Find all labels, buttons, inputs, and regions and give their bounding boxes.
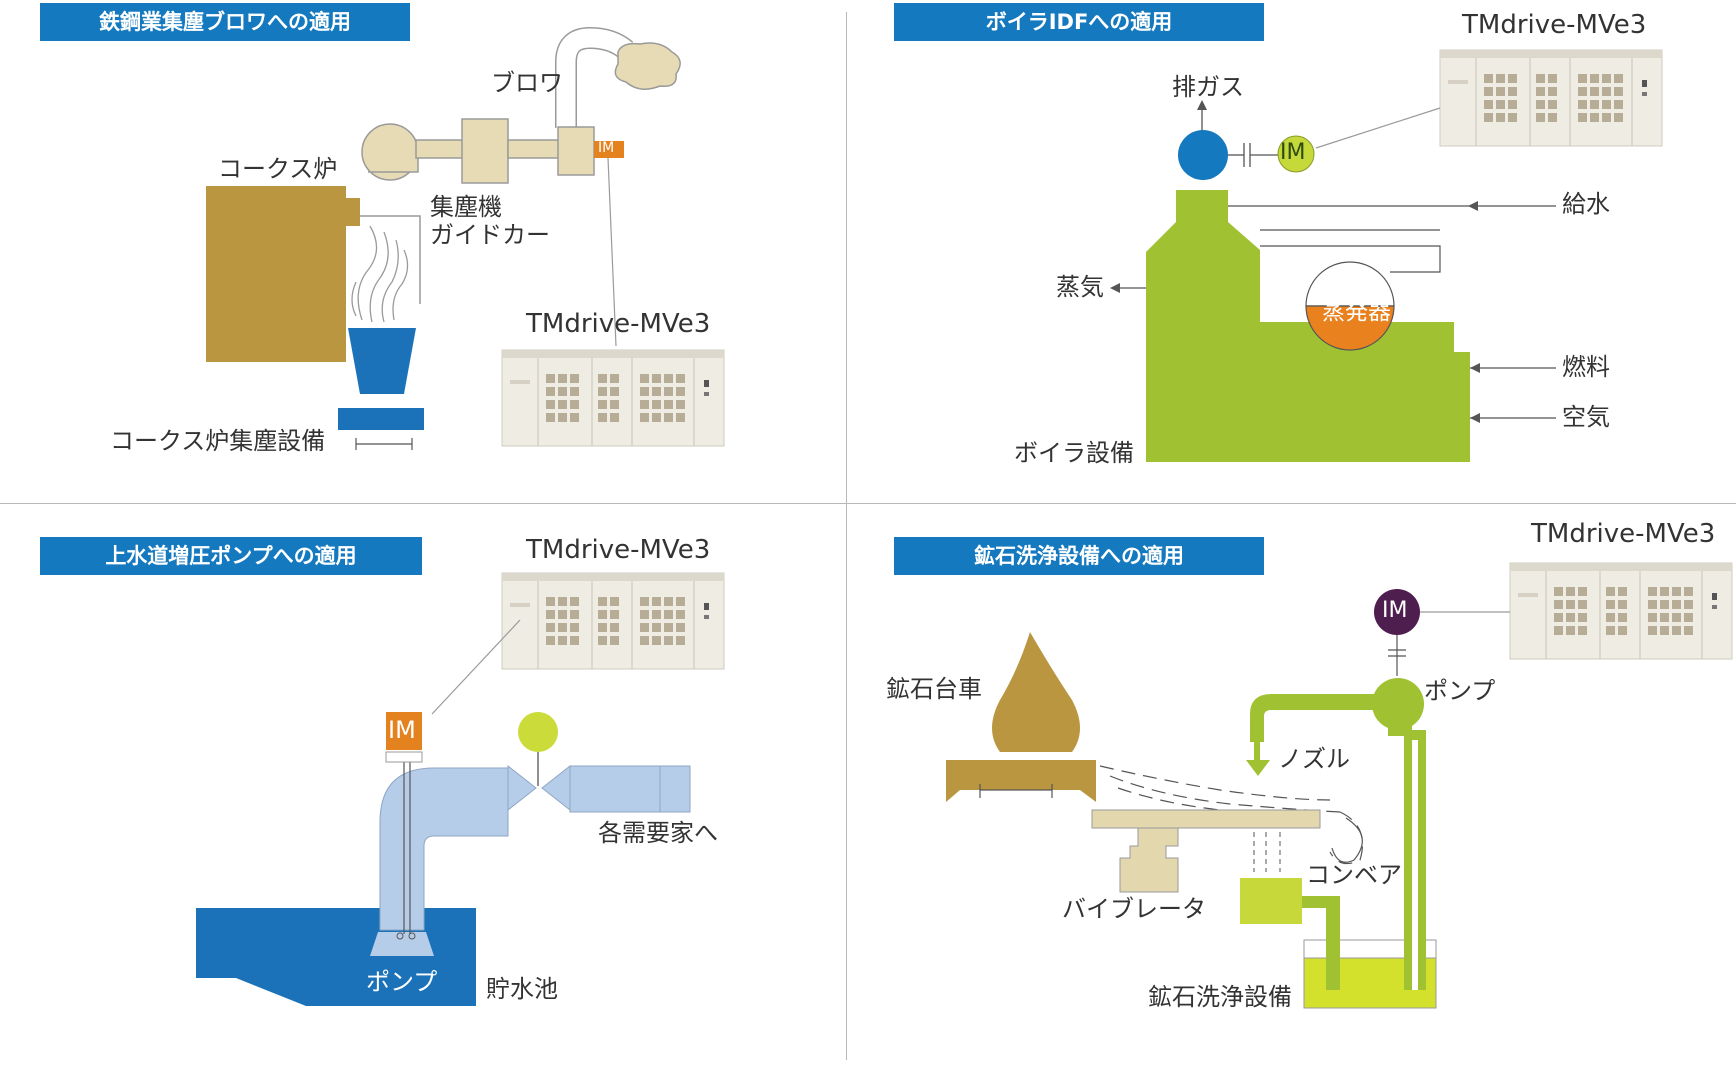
coke-oven bbox=[206, 186, 346, 362]
label-drive-bl: TMdrive-MVe3 bbox=[526, 535, 711, 565]
ore-washing-section bbox=[946, 562, 1733, 1009]
dust-hopper bbox=[348, 328, 416, 394]
label-drive-tr: TMdrive-MVe3 bbox=[1462, 10, 1647, 40]
label-drive-br: TMdrive-MVe3 bbox=[1531, 519, 1716, 549]
label-ore-car: 鉱石台車 bbox=[886, 675, 982, 703]
label-to-consumers: 各需要家へ bbox=[598, 819, 718, 847]
section-title-water-pump: 上水道増圧ポンプへの適用 bbox=[40, 537, 422, 575]
label-coke-oven: コークス炉 bbox=[218, 155, 338, 183]
evaporator bbox=[1305, 261, 1395, 307]
label-nozzle: ノズル bbox=[1278, 745, 1350, 773]
idf-fan bbox=[1178, 130, 1228, 180]
dust-collector-section bbox=[206, 26, 725, 450]
label-guide-car: ガイドカー bbox=[430, 221, 550, 249]
label-im-tl: IM bbox=[598, 140, 615, 156]
water-pump-section bbox=[196, 572, 725, 1006]
exhaust-cloud bbox=[614, 42, 681, 90]
section-title-ore-washing: 鉱石洗浄設備への適用 bbox=[894, 537, 1264, 575]
drive-cabinet-tr bbox=[1439, 49, 1663, 147]
vertical-divider bbox=[846, 12, 847, 1060]
drive-cabinet-br bbox=[1509, 562, 1733, 660]
label-im-bl: IM bbox=[388, 716, 416, 744]
label-ore-washing-facility: 鉱石洗浄設備 bbox=[1148, 983, 1292, 1011]
drive-cabinet-bl bbox=[501, 572, 725, 670]
drive-cabinet-tl bbox=[501, 349, 725, 447]
conveyor-box bbox=[1240, 878, 1302, 924]
im-motor-tl bbox=[594, 141, 624, 158]
label-evaporator: 蒸発器 bbox=[1322, 299, 1391, 325]
nozzle-pipe bbox=[1250, 694, 1376, 742]
label-blower: ブロワ bbox=[491, 69, 563, 97]
valve-actuator bbox=[518, 712, 558, 752]
label-boiler-facility: ボイラ設備 bbox=[1014, 439, 1134, 467]
vibrating-screen bbox=[1091, 809, 1321, 829]
label-fuel: 燃料 bbox=[1562, 353, 1610, 381]
im-motor-br bbox=[1374, 589, 1420, 635]
section-title-steel-blower: 鉄鋼業集塵ブロワへの適用 bbox=[40, 3, 410, 41]
vibrator-stand bbox=[1119, 827, 1179, 893]
label-pump-br: ポンプ bbox=[1424, 677, 1496, 705]
gate-valve bbox=[507, 764, 537, 812]
label-reservoir: 貯水池 bbox=[486, 975, 558, 1003]
label-conveyor: コンベア bbox=[1306, 861, 1402, 889]
ore-car-body bbox=[946, 760, 1096, 802]
label-coke-facility: コークス炉集塵設備 bbox=[110, 427, 326, 455]
label-im-br: IM bbox=[1382, 598, 1408, 623]
boiler-body bbox=[1146, 190, 1470, 462]
pump-bell bbox=[370, 932, 434, 956]
label-air: 空気 bbox=[1562, 403, 1610, 431]
im-motor-tr bbox=[1277, 135, 1315, 173]
blower-body bbox=[461, 118, 509, 184]
im-motor-bl bbox=[386, 712, 422, 750]
label-pump-bl: ポンプ bbox=[366, 968, 438, 996]
guide-car-base bbox=[338, 408, 424, 430]
label-vibrator: バイブレータ bbox=[1062, 895, 1206, 923]
label-feedwater: 給水 bbox=[1562, 190, 1610, 218]
section-title-boiler-idf: ボイラIDFへの適用 bbox=[894, 3, 1264, 41]
boiler-section bbox=[1110, 49, 1663, 462]
label-drive-tl: TMdrive-MVe3 bbox=[526, 309, 711, 339]
label-exhaust-gas: 排ガス bbox=[1172, 73, 1244, 101]
water-pipe bbox=[379, 767, 509, 931]
horizontal-divider bbox=[0, 503, 1736, 504]
blower-unit bbox=[557, 126, 595, 176]
label-steam: 蒸気 bbox=[1056, 273, 1104, 301]
washing-pump bbox=[1372, 678, 1424, 730]
label-im-tr: IM bbox=[1280, 140, 1306, 165]
label-dust-collector: 集塵機 bbox=[430, 193, 502, 221]
